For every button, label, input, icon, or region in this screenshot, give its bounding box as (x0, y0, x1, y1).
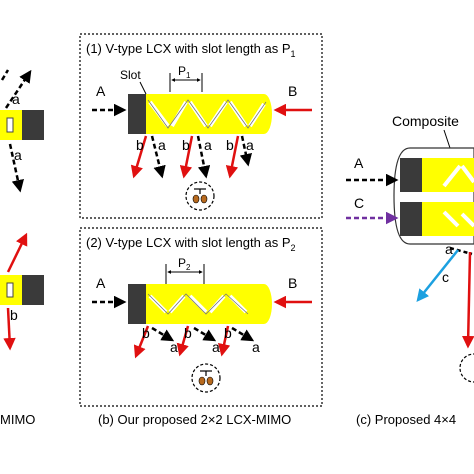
panel-b1-slot-outlines (147, 99, 267, 129)
panel-c-cable-bottom-end (400, 202, 422, 236)
panel-c-slot-bottom-2 (460, 212, 474, 228)
panel-b1-ray-label-6: a (246, 137, 254, 153)
panel-b2-receiver-circle (191, 363, 221, 393)
panel-b1-cable-cap (256, 94, 272, 134)
panel-c: Composite A C a c (c) Proposed 4×4 (346, 113, 474, 427)
panel-a-slot-top (6, 117, 14, 133)
panel-b2-title: (2) V-type LCX with slot length as P2 (86, 235, 296, 253)
panel-b1-frame (79, 33, 323, 219)
panel-b2-rays: b a b a b a (133, 325, 260, 359)
panel-b2-ray-label-5: b (224, 325, 232, 341)
panel-b1-title: (1) V-type LCX with slot length as P1 (86, 41, 296, 59)
panel-b2-ray-red-2 (176, 325, 190, 357)
panel-b2-ray-black-2 (193, 326, 217, 342)
panel-c-caption: (c) Proposed 4×4 (356, 412, 456, 427)
panel-b1-port-a: A (96, 83, 106, 99)
panel-b2-cable-body (146, 284, 264, 324)
panel-a-cable-bottom-end (22, 275, 44, 305)
panel-c-slot-top-2 (460, 164, 474, 184)
panel-a-arrow-frag (0, 69, 10, 81)
panel-b2-ray-label-3: b (184, 325, 192, 341)
panel-b2-ray-label-2: a (170, 339, 178, 355)
panel-b1-ray-red-3 (225, 135, 240, 179)
panel-c-composite-pointer (443, 129, 451, 149)
panel-c-ray-label-c: c (442, 269, 449, 285)
panel-b2-cable-cap (256, 284, 272, 324)
panel-b1-receiver-circle (185, 181, 215, 211)
panel-c-slot-bottom-1 (442, 210, 460, 228)
panel-c-ray-red (461, 251, 474, 349)
panel-b2-dim-label: P2 (178, 256, 191, 272)
panel-b2-slot-outlines (147, 293, 249, 315)
panel-b1-cable-end-left (128, 94, 146, 134)
panel-b1-ray-label-1: b (136, 137, 144, 153)
panel-b1-ray-red-2 (179, 135, 194, 179)
panel-b1-rays: b a b a b a (130, 135, 254, 179)
panel-a-red-arrow-down (3, 307, 16, 351)
panel-b2-port-b: B (288, 275, 297, 291)
panel-a-label-a-top: a (12, 91, 20, 107)
panel-b1-ray-label-3: b (182, 137, 190, 153)
panel-b1-dim-label: P1 (178, 64, 191, 80)
panel-c-port-a: A (354, 155, 364, 171)
panel-b1-ray-label-2: a (158, 137, 166, 153)
panel-a-cable-top-end (22, 110, 44, 140)
panel-b1-slot-pointer (139, 81, 147, 95)
panel-c-ray-label-a: a (445, 241, 453, 257)
panel-c-receiver-circle (459, 353, 474, 383)
panel-b1-ray-black-3 (239, 135, 253, 167)
panel-b2-port-a: A (96, 275, 106, 291)
panel-b2-frame (79, 227, 323, 407)
panel-b2-ray-black-3 (231, 326, 255, 342)
panel-c-port-c: C (354, 195, 364, 211)
panel-b1-ray-label-5: b (226, 137, 234, 153)
panel-b1-receiver-icon (192, 188, 208, 204)
panel-c-ray-black (449, 246, 473, 256)
panel-a-red-arrow-up (6, 232, 28, 273)
panel-c-cable-top (422, 158, 474, 192)
panel-b: (1) V-type LCX with slot length as P1 P1… (79, 33, 323, 427)
panel-b-caption: (b) Our proposed 2×2 LCX-MIMO (98, 412, 291, 427)
panel-a-label-a-mid: a (14, 147, 22, 163)
panel-c-composite-label: Composite (392, 113, 459, 129)
panel-b2-receiver-icon (198, 370, 214, 386)
panel-b1-ray-black-2 (196, 135, 211, 179)
panel-c-cable-top-end (400, 158, 422, 192)
panel-b2-ray-label-4: a (212, 339, 220, 355)
panel-a-arrow-up (4, 69, 32, 109)
panel-c-ray-blue (416, 249, 459, 302)
panel-b1-cable-body (146, 94, 264, 134)
panel-b2-ray-label-1: b (142, 325, 150, 341)
panel-a-caption: MIMO (0, 412, 35, 427)
panel-a: a a b MIMO (0, 69, 44, 427)
panel-b1-ray-black-1 (150, 135, 166, 179)
panel-b2-ray-red-1 (133, 325, 150, 359)
panel-a-label-b: b (10, 307, 18, 323)
panel-b2-cable-end-left (128, 284, 146, 324)
panel-b2-ray-red-3 (217, 325, 231, 357)
panel-b1-port-b: B (288, 83, 297, 99)
panel-b1-ray-label-4: a (204, 137, 212, 153)
panel-b1-slot-label: Slot (120, 68, 141, 82)
panel-b1-ray-red-1 (130, 135, 148, 179)
panel-b2-ray-black-1 (151, 326, 175, 342)
panel-c-slot-top-1 (442, 164, 462, 188)
panel-a-slot-bottom (6, 282, 14, 298)
panel-b2-ray-label-6: a (252, 339, 260, 355)
